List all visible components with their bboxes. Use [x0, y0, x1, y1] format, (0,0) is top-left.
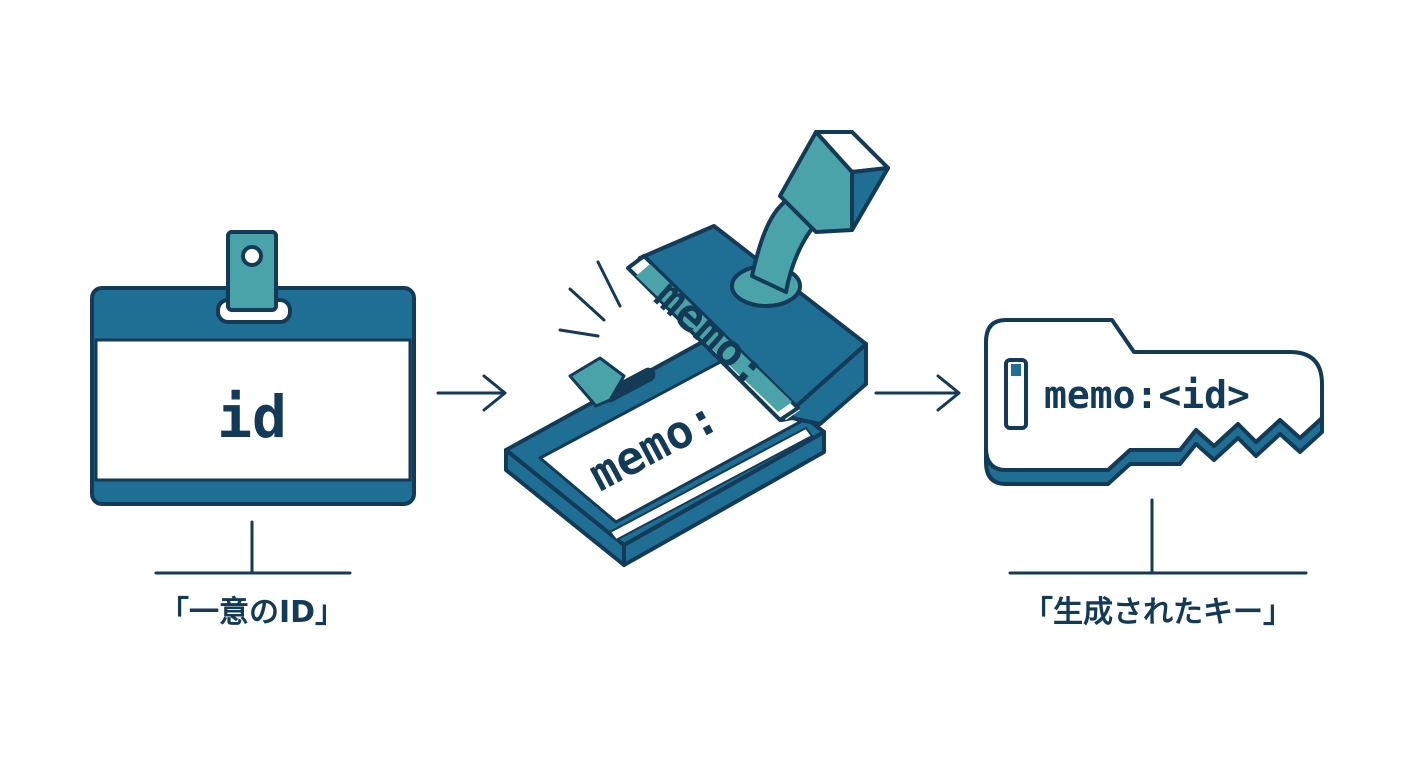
stamp-icon: memo: memo:: [504, 130, 890, 567]
key-label: memo:<id>: [1044, 373, 1250, 417]
id-card-icon: id: [90, 230, 416, 506]
stamped-card: memo:: [504, 338, 826, 567]
stamp-block: memo:: [626, 130, 890, 426]
id-caption-group: 「一意のID」: [154, 520, 352, 630]
key-caption-group: 「生成されたキー」: [1008, 498, 1308, 630]
id-card-label: id: [217, 383, 287, 451]
id-card-caption: 「一意のID」: [159, 595, 345, 630]
arrow-right-icon: [436, 374, 507, 412]
arrow-right-icon: [874, 374, 961, 412]
key-icon: memo:<id>: [984, 318, 1324, 486]
key-caption: 「生成されたキー」: [1023, 595, 1293, 630]
